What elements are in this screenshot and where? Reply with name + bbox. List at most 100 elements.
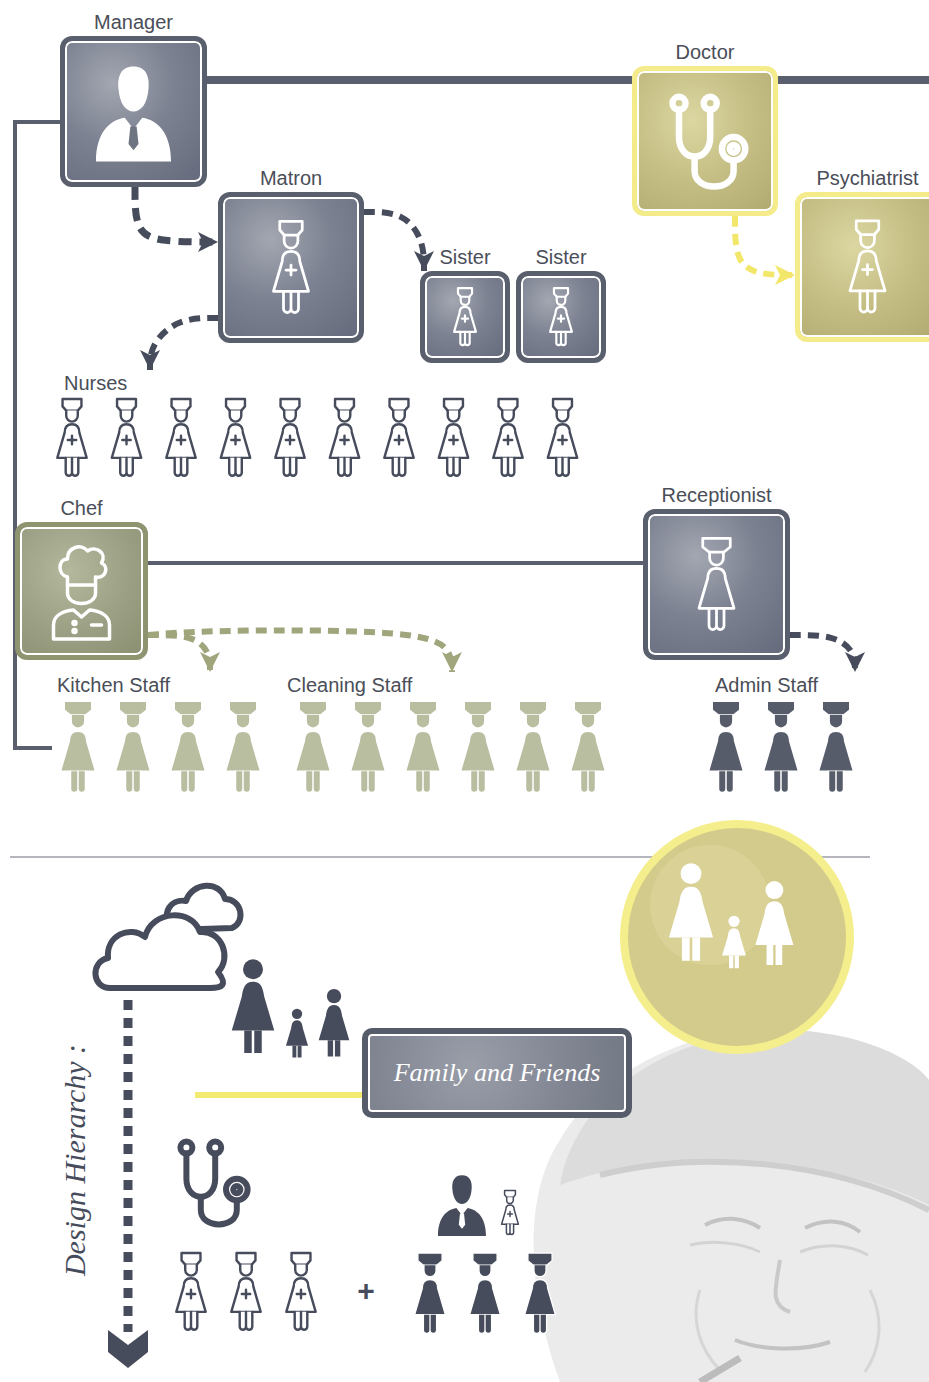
staff-figure bbox=[571, 701, 606, 792]
medical-staff-icon bbox=[286, 1253, 315, 1330]
doctor-box: Doctor bbox=[632, 38, 778, 216]
role-icon bbox=[637, 71, 773, 211]
role-icon-box bbox=[516, 271, 606, 363]
connector bbox=[735, 216, 795, 275]
portrait-photo bbox=[696, 1290, 879, 1372]
connector-continuation bbox=[776, 76, 929, 84]
staff-figure bbox=[548, 399, 577, 476]
portrait-photo bbox=[600, 1162, 929, 1210]
connector bbox=[148, 630, 452, 672]
management-staff-icon bbox=[470, 1253, 501, 1333]
connector-continuation bbox=[776, 80, 929, 81]
family-circle bbox=[722, 916, 746, 969]
family-circle bbox=[650, 845, 770, 965]
family-icon bbox=[232, 959, 275, 1053]
management-staff-icon bbox=[415, 1253, 446, 1333]
chef-box: Chef bbox=[15, 494, 148, 660]
hierarchy-arrow bbox=[124, 1000, 133, 1332]
management-staff-icon bbox=[415, 1175, 556, 1333]
staff-figure bbox=[275, 399, 304, 476]
role-icon bbox=[425, 276, 505, 358]
role-icon bbox=[673, 97, 746, 187]
staff-figure bbox=[112, 399, 141, 476]
connector bbox=[207, 76, 632, 84]
staff-figure bbox=[406, 701, 441, 792]
role-icon bbox=[274, 221, 309, 312]
role-icon-box bbox=[15, 522, 148, 660]
role-label: Matron bbox=[260, 164, 322, 192]
plus-sign: + bbox=[357, 1275, 375, 1307]
portrait-photo bbox=[690, 1242, 868, 1255]
staff-figure bbox=[819, 701, 854, 792]
family-icon bbox=[232, 959, 350, 1057]
portrait-photo bbox=[776, 1260, 790, 1312]
role-icon bbox=[96, 67, 171, 162]
connector bbox=[148, 635, 210, 672]
connector bbox=[790, 635, 855, 672]
receptionist-box: Receptionist bbox=[643, 481, 790, 660]
box-text: Family and Friends bbox=[394, 1057, 601, 1089]
staff-figure bbox=[439, 399, 468, 476]
family-leader-line bbox=[195, 1092, 362, 1098]
role-icon-box bbox=[643, 509, 790, 660]
management-staff-icon bbox=[502, 1191, 519, 1235]
staff-figure bbox=[226, 701, 261, 792]
staff-figure bbox=[461, 701, 496, 792]
connector bbox=[364, 212, 424, 271]
role-icon bbox=[699, 538, 734, 629]
role-icon-box bbox=[632, 66, 778, 216]
connector bbox=[150, 318, 218, 370]
staff-figure bbox=[384, 399, 413, 476]
staff-figure bbox=[57, 399, 86, 476]
kitchen-staff-group: Kitchen Staff bbox=[52, 672, 269, 797]
hierarchy-arrow bbox=[108, 1330, 148, 1368]
role-label: Manager bbox=[94, 8, 173, 36]
hierarchy-title: Design Hierarchy : bbox=[58, 1044, 92, 1276]
role-icon bbox=[65, 41, 202, 182]
psychiatrist-box: Psychiatrist bbox=[795, 164, 929, 342]
connector bbox=[135, 187, 218, 242]
role-icon bbox=[54, 547, 110, 639]
sister-box: Sister bbox=[516, 243, 606, 363]
role-icon bbox=[648, 514, 785, 655]
staff-figure bbox=[221, 399, 250, 476]
role-icon-box bbox=[60, 36, 207, 187]
role-icon bbox=[521, 276, 601, 358]
role-icon bbox=[800, 197, 929, 337]
staff-figure bbox=[116, 701, 151, 792]
role-label: Psychiatrist bbox=[816, 164, 918, 192]
sister-box: Sister bbox=[420, 243, 510, 363]
hierarchy-arrow bbox=[108, 1000, 148, 1368]
nurse-group: Nurses bbox=[50, 370, 585, 480]
family-icon bbox=[319, 989, 350, 1057]
role-icon bbox=[20, 527, 143, 655]
role-icon bbox=[223, 197, 359, 338]
role-label: Chef bbox=[60, 494, 102, 522]
group-label: Kitchen Staff bbox=[57, 672, 269, 698]
cloud-icon bbox=[95, 915, 224, 988]
medical-staff-icon bbox=[180, 1142, 247, 1225]
staff-figure bbox=[166, 399, 195, 476]
role-label: Doctor bbox=[676, 38, 735, 66]
cloud-icon bbox=[95, 886, 240, 988]
staff-figure bbox=[516, 701, 551, 792]
role-label: Receptionist bbox=[661, 481, 771, 509]
family-circle bbox=[624, 824, 850, 1050]
role-icon-box bbox=[218, 192, 364, 343]
staff-figure bbox=[330, 399, 359, 476]
portrait-photo bbox=[705, 1219, 860, 1232]
family-icon bbox=[286, 1009, 308, 1058]
medical-staff-icon bbox=[176, 1253, 205, 1330]
staff-figure bbox=[493, 399, 522, 476]
staff-figure bbox=[351, 701, 386, 792]
staff-figures bbox=[700, 698, 862, 797]
role-icon bbox=[850, 221, 885, 312]
role-icon-box bbox=[795, 192, 929, 342]
staff-figure bbox=[709, 701, 744, 792]
staff-figure bbox=[171, 701, 206, 792]
family-circle bbox=[624, 824, 850, 1050]
manager-box: Manager bbox=[60, 8, 207, 187]
matron-box: Matron bbox=[218, 164, 364, 343]
role-label: Sister bbox=[439, 243, 490, 271]
